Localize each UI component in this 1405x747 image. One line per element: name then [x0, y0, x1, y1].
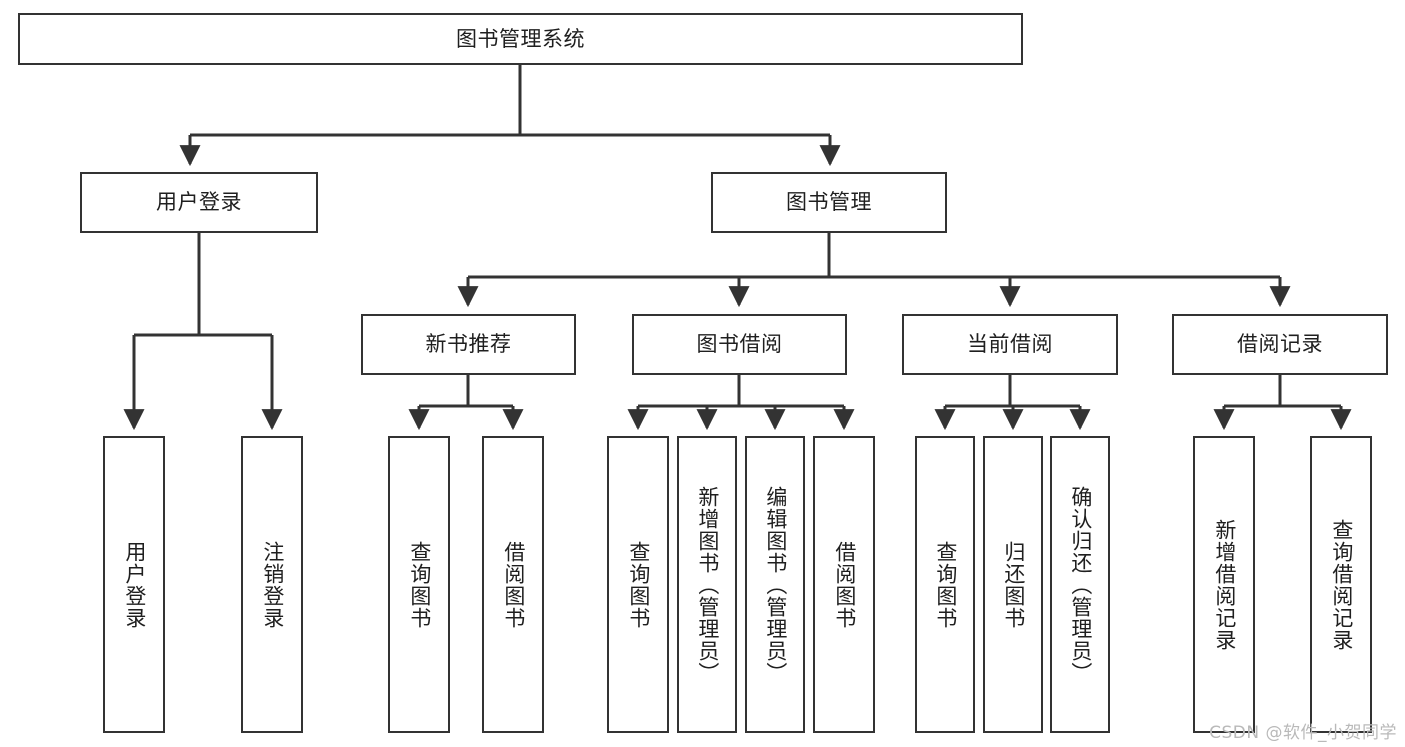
node-current-borrow[interactable]: 当前借阅	[902, 314, 1118, 375]
node-label: 图书借阅	[696, 332, 783, 357]
node-book-management-system[interactable]: 图书管理系统	[18, 13, 1023, 65]
node-leaf-edit-book[interactable]: 编辑图书（管理员）	[745, 436, 805, 733]
node-label: 归还图书	[1001, 540, 1026, 629]
node-label: 编辑图书（管理员）	[763, 485, 788, 684]
node-label: 新书推荐	[425, 332, 512, 357]
node-leaf-confirm-return[interactable]: 确认归还（管理员）	[1050, 436, 1110, 733]
node-label: 借阅记录	[1237, 332, 1323, 357]
node-leaf-add-book[interactable]: 新增图书（管理员）	[677, 436, 737, 733]
node-label: 注销登录	[260, 540, 285, 629]
node-label: 用户登录	[122, 540, 147, 629]
node-label: 查询图书	[933, 540, 958, 629]
node-leaf-return-book[interactable]: 归还图书	[983, 436, 1043, 733]
node-leaf-borrow-book-1[interactable]: 借阅图书	[482, 436, 544, 733]
node-label: 借阅图书	[832, 540, 857, 629]
node-book-management[interactable]: 图书管理	[711, 172, 947, 233]
node-leaf-logout-login[interactable]: 注销登录	[241, 436, 303, 733]
node-borrow-record[interactable]: 借阅记录	[1172, 314, 1388, 375]
node-user-login[interactable]: 用户登录	[80, 172, 318, 233]
node-label: 新增借阅记录	[1212, 518, 1237, 651]
watermark: CSDN @软件_小贺同学	[1209, 723, 1397, 743]
node-label: 查询借阅记录	[1329, 518, 1354, 651]
node-label: 图书管理	[786, 190, 872, 215]
node-label: 查询图书	[407, 540, 432, 629]
node-book-borrow[interactable]: 图书借阅	[632, 314, 847, 375]
node-label: 借阅图书	[501, 540, 526, 629]
node-new-book-recommend[interactable]: 新书推荐	[361, 314, 576, 375]
node-leaf-add-record[interactable]: 新增借阅记录	[1193, 436, 1255, 733]
node-label: 用户登录	[156, 190, 242, 215]
node-leaf-query-book-1[interactable]: 查询图书	[388, 436, 450, 733]
node-leaf-user-login[interactable]: 用户登录	[103, 436, 165, 733]
node-label: 当前借阅	[967, 332, 1053, 357]
node-label: 新增图书（管理员）	[695, 485, 720, 684]
node-leaf-query-book-2[interactable]: 查询图书	[607, 436, 669, 733]
node-leaf-query-record[interactable]: 查询借阅记录	[1310, 436, 1372, 733]
node-label: 确认归还（管理员）	[1068, 485, 1093, 684]
node-label: 查询图书	[626, 540, 651, 629]
node-leaf-query-book-3[interactable]: 查询图书	[915, 436, 975, 733]
node-label: 图书管理系统	[456, 26, 585, 51]
node-leaf-borrow-book-2[interactable]: 借阅图书	[813, 436, 875, 733]
